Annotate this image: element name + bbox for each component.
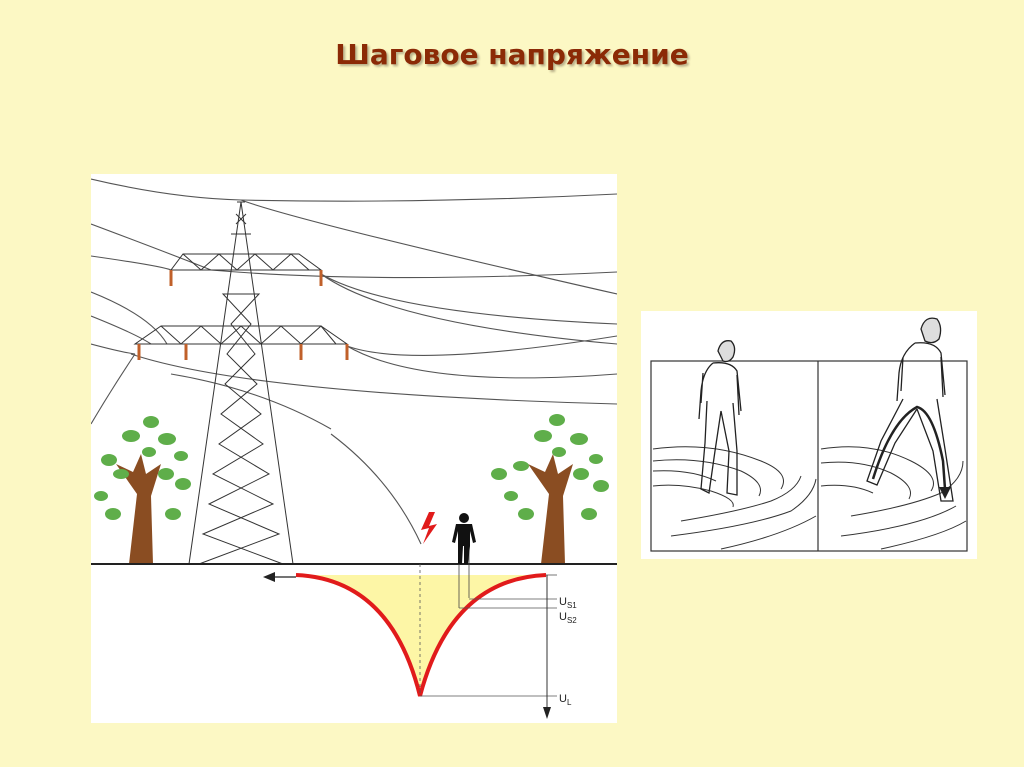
potential-funnel-fill (296, 575, 546, 696)
label-us1: US1 (559, 596, 577, 610)
tree-icon (94, 416, 191, 564)
label-ul: UL (559, 693, 572, 707)
arrow-down-icon (543, 707, 551, 719)
arrow-down-icon (939, 487, 951, 499)
insulators (137, 270, 349, 360)
power-lines (91, 178, 617, 545)
lightning-icon (421, 512, 437, 544)
pylon-icon (133, 201, 349, 565)
tree-icon (491, 414, 609, 564)
walking-person-icon (698, 340, 742, 496)
person-icon (452, 513, 476, 564)
arrow-left-icon (263, 572, 275, 582)
striding-person-icon (866, 317, 954, 502)
label-us2: US2 (559, 611, 577, 625)
step-voltage-illustration (641, 311, 977, 559)
page-title: Шаговое напряжение (335, 38, 689, 71)
step-voltage-diagram: US1 US2 UL (91, 174, 617, 723)
